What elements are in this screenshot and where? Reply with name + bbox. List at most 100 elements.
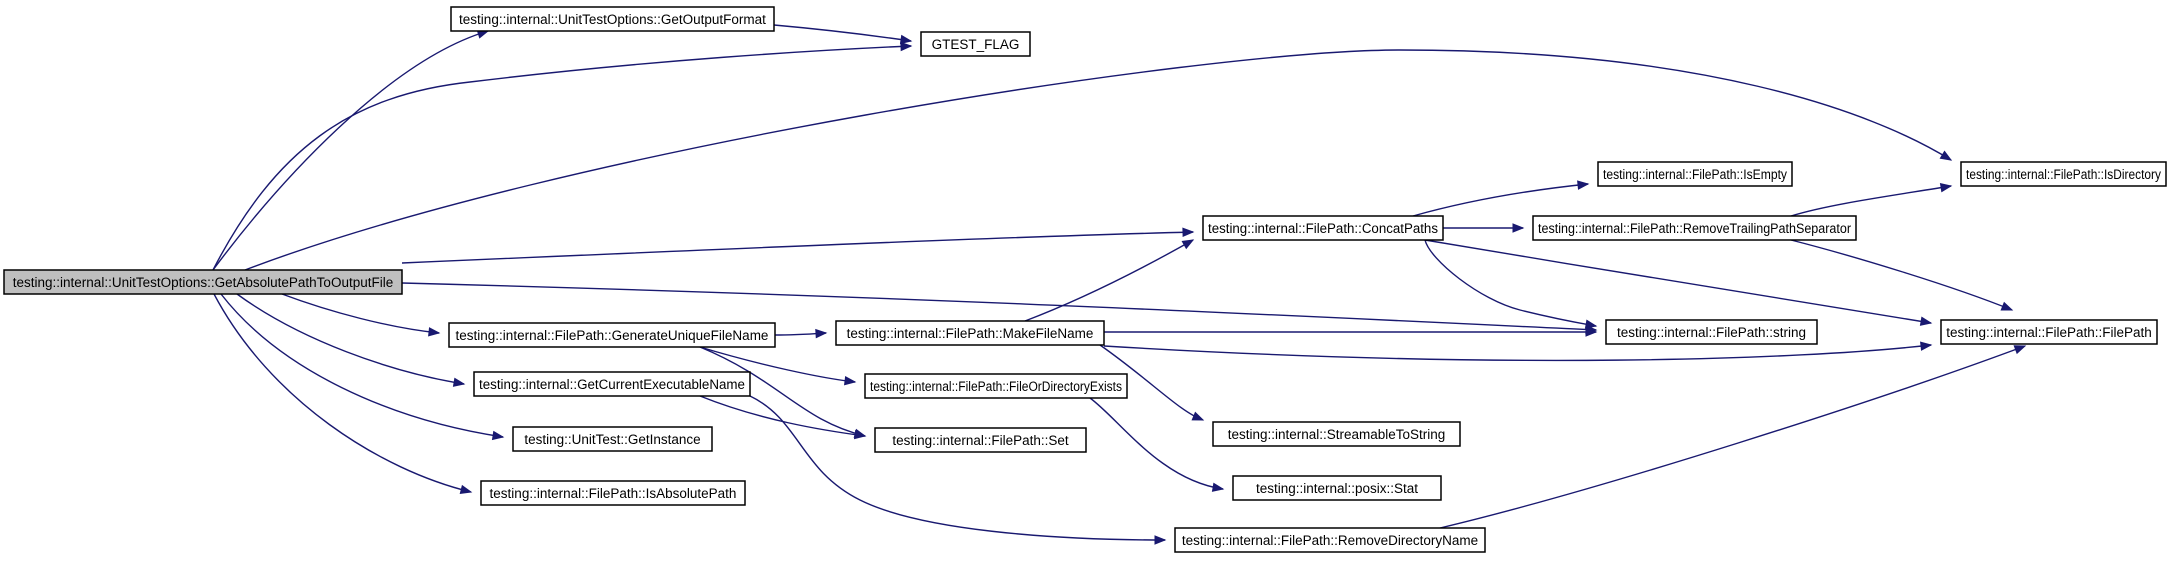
- edge-removetrailing-to-isdirectory: [1790, 183, 1953, 217]
- node-isempty[interactable]: testing::internal::FilePath::IsEmpty: [1597, 161, 1793, 187]
- edge-getoutputformat-to-gtest_flag: [773, 24, 913, 45]
- node-removedirname[interactable]: testing::internal::FilePath::RemoveDirec…: [1174, 527, 1486, 553]
- node-label: testing::internal::UnitTestOptions::GetO…: [459, 12, 766, 27]
- arrowhead: [1920, 341, 1933, 351]
- edge-line: [281, 293, 440, 334]
- arrowhead: [1211, 482, 1225, 492]
- node-filepath[interactable]: testing::internal::FilePath::FilePath: [1940, 319, 2158, 345]
- arrowhead: [900, 41, 913, 52]
- edge-root-to-getinstance: [220, 293, 505, 441]
- node-fileordirexists[interactable]: testing::internal::FilePath::FileOrDirec…: [864, 373, 1128, 399]
- node-label: testing::internal::FilePath::FilePath: [1946, 325, 2152, 340]
- edge-concatpaths-to-isempty: [1412, 180, 1590, 217]
- node-label: testing::internal::UnitTestOptions::GetA…: [13, 275, 393, 290]
- node-box: [1940, 319, 2158, 345]
- edge-layer: [212, 24, 2027, 545]
- node-box: [1605, 319, 1818, 345]
- node-streamable[interactable]: testing::internal::StreamableToString: [1212, 421, 1461, 447]
- edge-line: [212, 45, 912, 271]
- edge-root-to-getcurrentexe: [236, 293, 466, 387]
- node-string[interactable]: testing::internal::FilePath::string: [1605, 319, 1818, 345]
- node-box: [1232, 475, 1442, 501]
- node-box: [864, 373, 1128, 399]
- node-isabsolute[interactable]: testing::internal::FilePath::IsAbsoluteP…: [480, 480, 746, 506]
- node-makefilename[interactable]: testing::internal::FilePath::MakeFileNam…: [835, 320, 1105, 346]
- node-gtest_flag[interactable]: GTEST_FLAG: [920, 31, 1031, 57]
- edge-line: [1412, 183, 1589, 217]
- arrowhead: [815, 328, 828, 339]
- edge-line: [220, 293, 504, 438]
- arrowhead: [1919, 316, 1933, 326]
- node-label: testing::internal::FilePath::Set: [892, 433, 1069, 448]
- arrowhead: [2000, 301, 2014, 311]
- node-box: [473, 371, 751, 397]
- node-label: testing::internal::GetCurrentExecutableN…: [479, 377, 745, 392]
- edge-line: [699, 395, 866, 437]
- node-getcurrentexe[interactable]: testing::internal::GetCurrentExecutableN…: [473, 371, 751, 397]
- edge-line: [212, 30, 489, 271]
- node-label: testing::internal::FilePath::FileOrDirec…: [870, 379, 1122, 394]
- node-label: GTEST_FLAG: [932, 37, 1020, 52]
- node-box: [3, 269, 403, 295]
- node-box: [1960, 161, 2167, 187]
- node-stat[interactable]: testing::internal::posix::Stat: [1232, 475, 1442, 501]
- node-box: [450, 6, 775, 32]
- node-root[interactable]: testing::internal::UnitTestOptions::GetA…: [3, 269, 403, 295]
- edge-generateunique-to-fileordirexists: [699, 346, 857, 386]
- edge-line: [1424, 239, 1597, 327]
- node-box: [448, 322, 776, 348]
- node-isdirectory[interactable]: testing::internal::FilePath::IsDirectory: [1960, 161, 2167, 187]
- edge-makefilename-to-string: [1104, 327, 1598, 337]
- node-generateunique[interactable]: testing::internal::FilePath::GenerateUni…: [448, 322, 776, 348]
- node-box: [1532, 215, 1857, 241]
- node-label: testing::internal::posix::Stat: [1256, 481, 1418, 496]
- node-box: [512, 426, 713, 452]
- edge-line: [1103, 344, 1932, 362]
- node-getinstance[interactable]: testing::UnitTest::GetInstance: [512, 426, 713, 452]
- arrowhead: [2013, 345, 2027, 355]
- edge-line: [401, 231, 1194, 264]
- node-label: testing::internal::FilePath::GenerateUni…: [456, 328, 769, 343]
- node-removetrailing[interactable]: testing::internal::FilePath::RemoveTrail…: [1532, 215, 1857, 241]
- edge-makefilename-to-concatpaths: [1024, 239, 1195, 322]
- node-set[interactable]: testing::internal::FilePath::Set: [874, 427, 1087, 453]
- edge-root-to-isabsolute: [213, 293, 473, 495]
- edge-root-to-concatpaths: [401, 227, 1195, 264]
- arrowhead: [1577, 180, 1590, 190]
- edge-line: [213, 293, 472, 493]
- edge-line: [1790, 239, 2013, 311]
- edge-line: [244, 49, 1952, 271]
- arrowhead: [1939, 150, 1953, 161]
- arrowhead: [853, 429, 867, 440]
- edge-line: [699, 346, 856, 383]
- node-box: [1174, 527, 1486, 553]
- node-box: [480, 480, 746, 506]
- node-label: testing::internal::FilePath::RemoveDirec…: [1182, 533, 1478, 548]
- edge-removedirname-to-filepath: [1439, 345, 2027, 529]
- edge-line: [1424, 239, 1932, 324]
- edge-line: [401, 282, 1597, 331]
- edge-line: [749, 395, 1166, 541]
- node-getoutputformat[interactable]: testing::internal::UnitTestOptions::GetO…: [450, 6, 775, 32]
- arrowhead: [1584, 319, 1598, 329]
- edge-root-to-isdirectory: [244, 49, 1953, 271]
- edge-line: [1439, 345, 2026, 529]
- edge-getcurrentexe-to-removedirname: [749, 395, 1167, 545]
- node-label: testing::internal::FilePath::ConcatPaths: [1208, 221, 1438, 236]
- arrowhead: [843, 376, 857, 386]
- arrowhead: [1939, 183, 1953, 193]
- node-box: [920, 31, 1031, 57]
- node-label: testing::internal::FilePath::RemoveTrail…: [1538, 221, 1851, 236]
- node-box: [1597, 161, 1793, 187]
- arrowhead: [899, 34, 913, 45]
- node-concatpaths[interactable]: testing::internal::FilePath::ConcatPaths: [1202, 215, 1444, 241]
- arrowhead: [1585, 327, 1598, 337]
- arrowhead: [428, 327, 441, 337]
- edge-line: [1024, 239, 1194, 322]
- node-box: [874, 427, 1087, 453]
- edge-makefilename-to-filepath: [1103, 341, 1933, 362]
- edge-root-to-gtest_flag: [212, 41, 913, 271]
- edge-line: [1089, 397, 1224, 490]
- edge-line: [1790, 185, 1952, 217]
- edge-concatpaths-to-filepath: [1424, 239, 1933, 326]
